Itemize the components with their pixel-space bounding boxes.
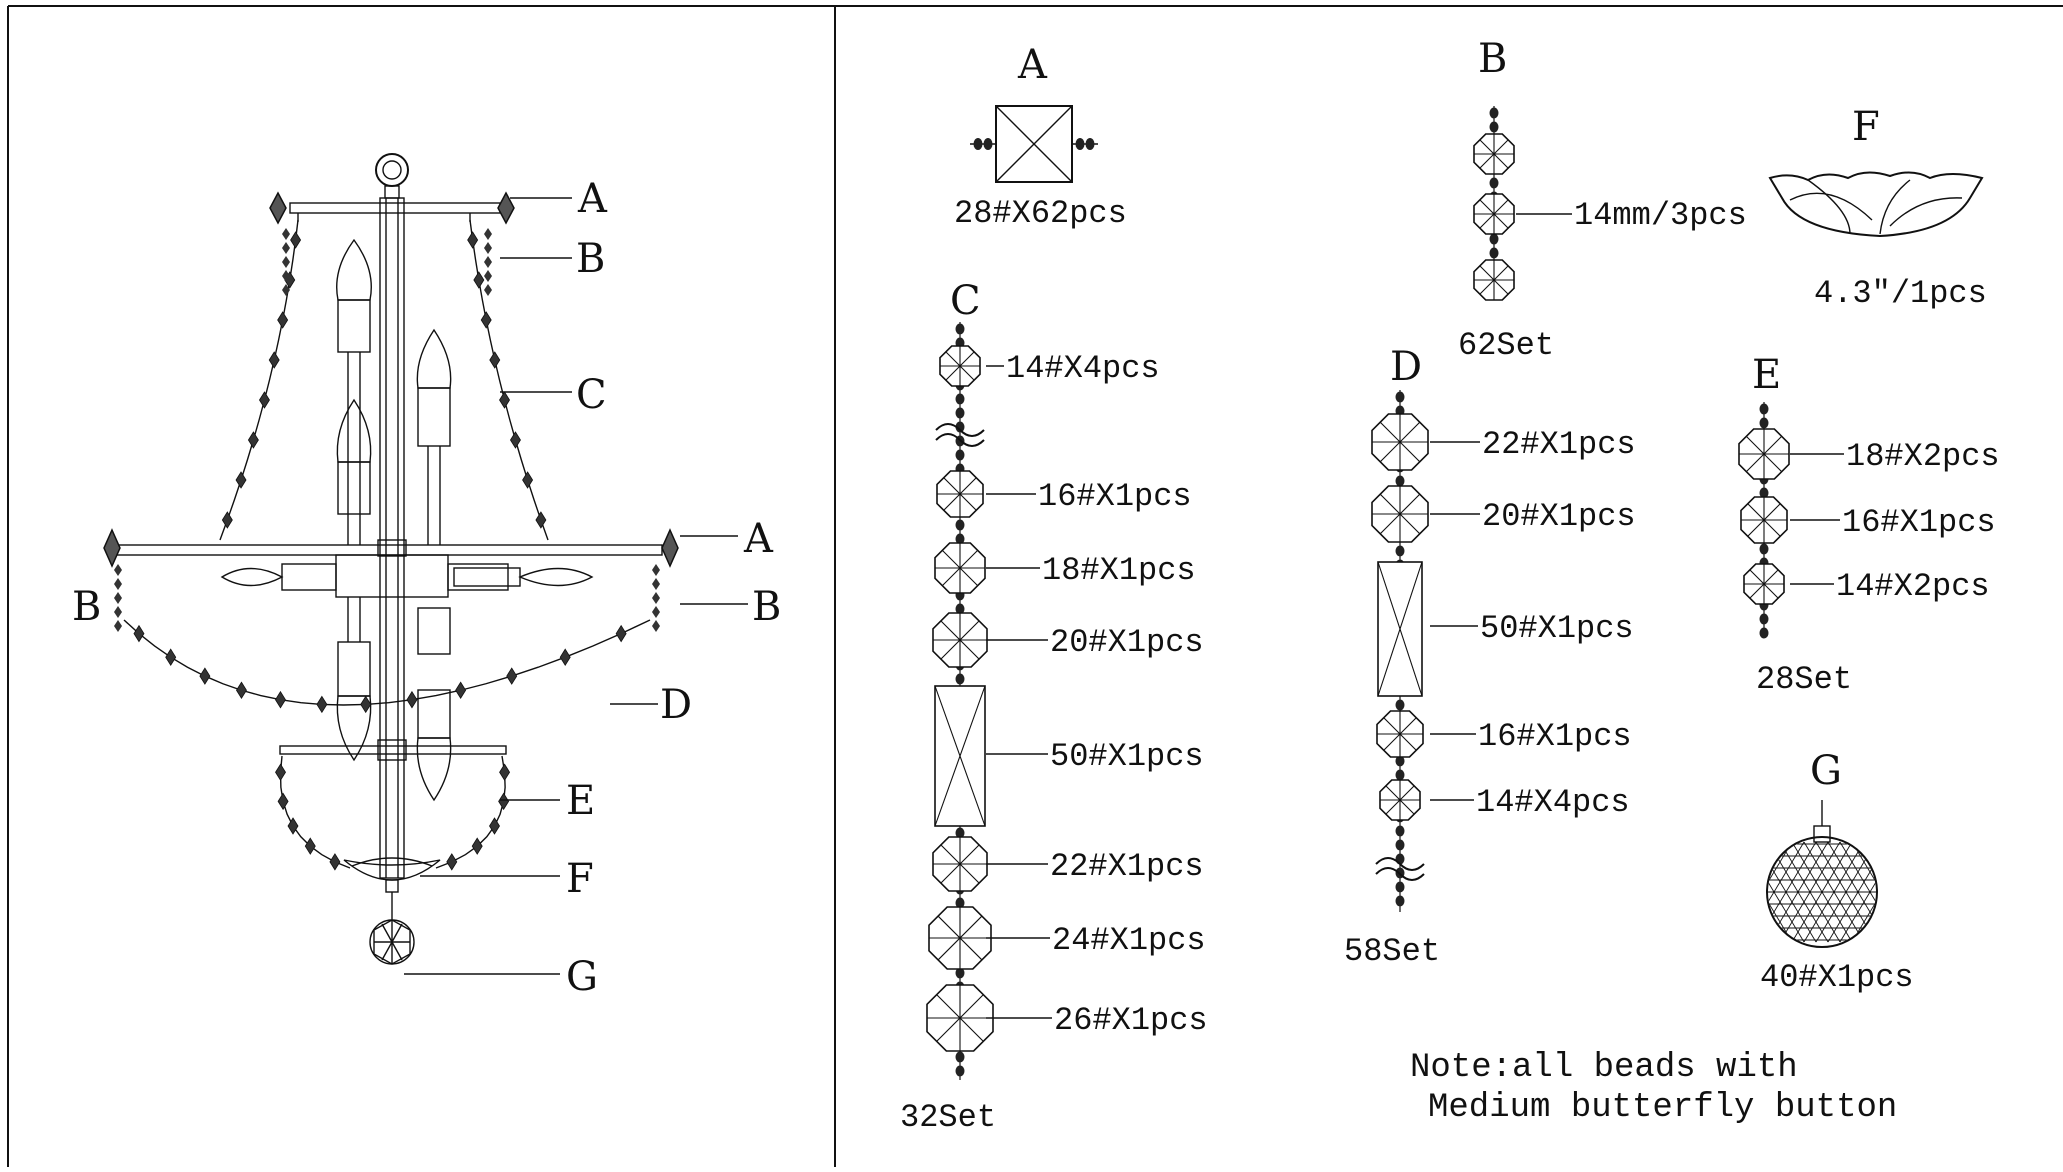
part-c-item-7: 24#X1pcs bbox=[1052, 922, 1206, 959]
callout-b-top: B bbox=[576, 236, 605, 282]
part-b-spec: 14mm/3pcs bbox=[1574, 197, 1747, 234]
part-d-item-1: 22#X1pcs bbox=[1482, 426, 1636, 463]
part-f-letter: F bbox=[1852, 104, 1880, 150]
callout-a-mid: A bbox=[743, 516, 774, 562]
part-c-item-2: 16#X1pcs bbox=[1038, 478, 1192, 515]
part-g-sphere bbox=[1766, 800, 1878, 948]
callout-b-right: B bbox=[752, 584, 781, 630]
callout-c: C bbox=[576, 372, 607, 418]
part-f-bowl bbox=[1768, 171, 1984, 238]
part-d-item-4: 16#X1pcs bbox=[1478, 718, 1632, 755]
part-c-item-6: 22#X1pcs bbox=[1050, 848, 1204, 885]
callout-g: G bbox=[566, 954, 598, 1000]
part-d-item-3: 50#X1pcs bbox=[1480, 610, 1634, 647]
part-d-item-2: 20#X1pcs bbox=[1482, 498, 1636, 535]
part-a-letter: A bbox=[1017, 42, 1048, 88]
part-d-item-5: 14#X4pcs bbox=[1476, 784, 1630, 821]
callout-a-top: A bbox=[577, 176, 608, 222]
part-g-letter: G bbox=[1810, 748, 1842, 794]
callout-d: D bbox=[660, 682, 692, 728]
part-e-item-1: 18#X2pcs bbox=[1846, 438, 2000, 475]
chandelier-drawing bbox=[103, 153, 748, 975]
part-f-caption: 4.3″/1pcs bbox=[1814, 275, 1987, 312]
part-e-item-2: 16#X1pcs bbox=[1842, 504, 1996, 541]
part-c-sets: 32Set bbox=[900, 1099, 996, 1136]
part-b-sets: 62Set bbox=[1458, 327, 1554, 364]
part-d-letter: D bbox=[1390, 344, 1422, 390]
part-e-letter: E bbox=[1752, 352, 1781, 398]
part-c-letter: C bbox=[950, 278, 981, 324]
part-c-item-5: 50#X1pcs bbox=[1050, 738, 1204, 775]
note-line-2: Medium butterfly button bbox=[1428, 1089, 1897, 1127]
part-c-item-3: 18#X1pcs bbox=[1042, 552, 1196, 589]
part-b-strand bbox=[1473, 106, 1515, 301]
callout-b-left: B bbox=[72, 584, 101, 630]
part-a-crystal bbox=[970, 105, 1098, 183]
part-c-item-1: 14#X4pcs bbox=[1006, 350, 1160, 387]
part-d-strand bbox=[1371, 390, 1429, 912]
part-e-item-3: 14#X2pcs bbox=[1836, 568, 1990, 605]
callout-f: F bbox=[566, 856, 594, 902]
note-line-1: Note:all beads with bbox=[1410, 1049, 1798, 1087]
part-b-letter: B bbox=[1478, 36, 1507, 82]
part-d-sets: 58Set bbox=[1344, 933, 1440, 970]
callout-e: E bbox=[566, 778, 595, 824]
part-g-caption: 40#X1pcs bbox=[1760, 959, 1914, 996]
part-c-item-4: 20#X1pcs bbox=[1050, 624, 1204, 661]
part-a-caption: 28#X62pcs bbox=[954, 195, 1127, 232]
part-c-item-8: 26#X1pcs bbox=[1054, 1002, 1208, 1039]
part-e-sets: 28Set bbox=[1756, 661, 1852, 698]
part-c-strand bbox=[926, 322, 994, 1080]
drawing-frame bbox=[7, 5, 2063, 1167]
part-e-strand bbox=[1738, 402, 1790, 639]
